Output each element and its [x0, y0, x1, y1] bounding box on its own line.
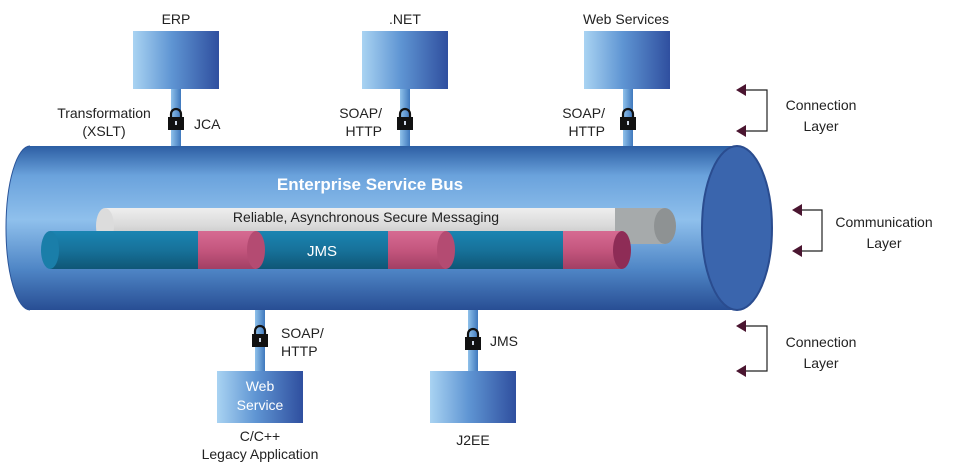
web-service-protocol-1: SOAP/: [281, 325, 324, 341]
lock-icon: [620, 107, 636, 130]
web-service-caption-1: C/C++: [240, 428, 280, 444]
erp-label: ERP: [162, 11, 191, 27]
erp-system: [133, 31, 219, 89]
connection-layer-bottom-bracket: [736, 320, 768, 377]
dotnet-protocol-2: HTTP: [345, 123, 382, 139]
dotnet-system: [362, 31, 448, 89]
erp-protocol-transformation: Transformation: [57, 105, 151, 121]
arrow-left-icon: [736, 125, 746, 137]
web-service-box-line-2: Service: [237, 397, 284, 413]
jms-joint: [388, 231, 446, 269]
j2ee-system: [430, 371, 516, 423]
connection-layer-top-line-2: Layer: [803, 118, 838, 134]
jms-pipe: [41, 231, 631, 269]
arrow-left-icon: [736, 365, 746, 377]
webservices-protocol-2: HTTP: [568, 123, 605, 139]
web-service-protocol-2: HTTP: [281, 343, 318, 359]
communication-layer-line-2: Layer: [866, 235, 901, 251]
lock-icon: [397, 107, 413, 130]
connection-layer-top-line-1: Connection: [786, 97, 857, 113]
erp-protocol-jca: JCA: [194, 116, 221, 132]
j2ee-caption: J2EE: [456, 432, 489, 448]
jms-joint: [563, 231, 622, 269]
lock-icon: [465, 327, 481, 350]
jms-joint: [198, 231, 256, 269]
arrow-left-icon: [736, 320, 746, 332]
webservices-system: [584, 31, 670, 89]
web-service-system: [217, 371, 303, 423]
dotnet-protocol-1: SOAP/: [339, 105, 382, 121]
erp-protocol-xslt: (XSLT): [82, 123, 125, 139]
webservices-protocol-1: SOAP/: [562, 105, 605, 121]
communication-layer-line-1: Communication: [835, 214, 932, 230]
webservices-label: Web Services: [583, 11, 669, 27]
arrow-left-icon: [792, 245, 802, 257]
j2ee-protocol: JMS: [490, 333, 518, 349]
lock-icon: [168, 107, 184, 130]
lock-icon: [252, 324, 268, 347]
connection-layer-top-bracket: [736, 84, 768, 137]
bus-end-cap: [701, 145, 773, 311]
bus-title: Enterprise Service Bus: [277, 175, 463, 194]
web-service-box-line-1: Web: [246, 378, 275, 394]
web-service-caption-2: Legacy Application: [202, 446, 319, 462]
dotnet-label: .NET: [389, 11, 421, 27]
messaging-label: Reliable, Asynchronous Secure Messaging: [233, 209, 499, 225]
arrow-left-icon: [792, 204, 802, 216]
connection-layer-bottom-line-1: Connection: [786, 334, 857, 350]
arrow-left-icon: [736, 84, 746, 96]
jms-pipe-label: JMS: [307, 243, 337, 260]
communication-layer-bracket: [792, 204, 823, 257]
connection-layer-bottom-line-2: Layer: [803, 355, 838, 371]
j2ee-connector: [468, 300, 478, 372]
